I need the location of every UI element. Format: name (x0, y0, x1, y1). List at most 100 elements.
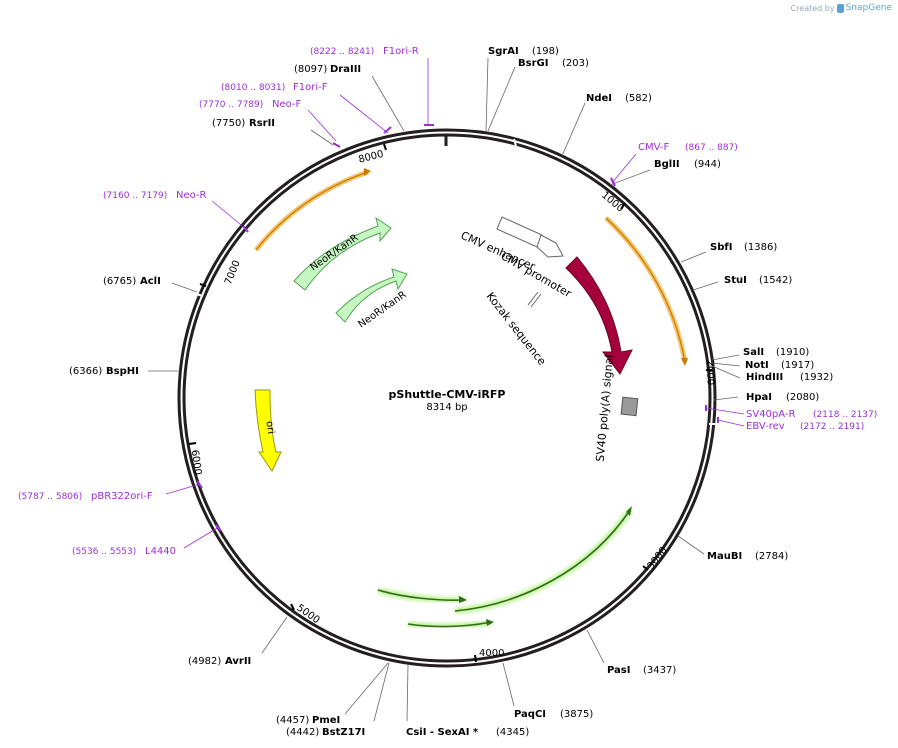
enzyme-stui[interactable]: StuI (1542) (724, 275, 792, 286)
text-enzymes-5-position: (1542) (759, 275, 792, 286)
enzyme-bglii[interactable]: BglII(944) (654, 159, 721, 170)
cmv-enhancer-arrow (496, 216, 543, 248)
enzyme-bsrgi[interactable]: BsrGI (203) (518, 58, 589, 69)
ruler-label-7000: 7000 (223, 259, 243, 287)
text-enzymes-20-name: DraIII (330, 64, 361, 75)
text-enzymes-6-position: (1910) (776, 347, 809, 358)
text-enzymes-15-position: (4457) (276, 715, 309, 726)
text-enzymes-4-name: SbfI (710, 242, 732, 253)
irfp713-arrow (565, 256, 633, 375)
enzyme-rsrii[interactable]: (7750)RsrII (212, 118, 275, 129)
text-enzymes-8-position: (1932) (800, 372, 833, 383)
ruler-label-4000: 4000 (479, 648, 504, 659)
text-enzymes-12-name: PaqCI (514, 709, 546, 720)
primer-neo-f[interactable]: (7770 .. 7789)Neo-F (199, 99, 302, 110)
text-primers-8-name: L4440 (145, 546, 176, 557)
text-enzymes-16-name: AvrII (225, 656, 251, 667)
primer-pbr322ori-f[interactable]: (5787 .. 5806) pBR322ori-F (18, 491, 153, 502)
cmv-promoter-arrow (536, 234, 564, 258)
enzyme-avrii[interactable]: (4982) AvrII (188, 656, 251, 667)
text-enzymes-0-name: SgrAI (488, 46, 519, 57)
text-enzymes-1-name: BsrGI (518, 58, 548, 69)
enzyme-acli[interactable]: (6765)AclI (103, 276, 161, 287)
text-primers-4-name: CMV-F (638, 142, 669, 153)
text-enzymes-14-name: BstZ17I (322, 727, 365, 738)
enzyme-bsphi[interactable]: (6366)BspHI (69, 366, 139, 377)
enzyme-hpai[interactable]: HpaI(2080) (746, 392, 819, 403)
text-enzymes-11-position: (3437) (643, 665, 676, 676)
label-kozak-sequence: Kozak sequence (484, 290, 549, 368)
text-enzymes-19-position: (7750) (212, 118, 245, 129)
kozak-tick (527, 291, 539, 306)
text-enzymes-3-position: (944) (694, 159, 721, 170)
ruler-label-6000: 6000 (189, 449, 203, 476)
text-enzymes-5-name: StuI (724, 275, 747, 286)
text-primers-0-name: F1ori-R (383, 46, 419, 57)
enzyme-sgrai[interactable]: SgrAI(198) (488, 46, 559, 57)
neor-kanr-arrow-1 (293, 216, 392, 291)
label-neor-kanr-1: NeoR/KanR (308, 232, 360, 273)
primer-leaders (165, 58, 745, 549)
ruler-label-8000: 8000 (357, 149, 384, 166)
ori-arrow (254, 389, 282, 473)
text-enzymes-9-position: (2080) (786, 392, 819, 403)
text-enzymes-1-position: (203) (562, 58, 589, 69)
enzyme-bstz17i[interactable]: (4442)BstZ17I (286, 727, 365, 738)
label-ori: ori (263, 420, 276, 434)
text-primers-8-range: (5536 .. 5553) (72, 547, 136, 557)
primer-f1ori-f[interactable]: (8010 .. 8031)F1ori-F (221, 82, 328, 93)
text-enzymes-13-name: CsiI - SexAI * (406, 727, 479, 738)
enzyme-sali[interactable]: SalI(1910) (743, 347, 809, 358)
text-primers-7-range: (5787 .. 5806) (18, 492, 82, 502)
text-enzymes-14-position: (4442) (286, 727, 319, 738)
text-enzymes-4-position: (1386) (744, 242, 777, 253)
snapgene-watermark: Created by SnapGene (791, 3, 892, 13)
text-primers-5-range: (2118 .. 2137) (813, 410, 877, 420)
label-cmv-promoter: CMV promoter (499, 249, 575, 300)
text-enzymes-17-name: BspHI (106, 366, 139, 377)
primer-ebv-rev[interactable]: EBV-rev(2172 .. 2191) (746, 421, 864, 432)
text-primers-1-range: (8010 .. 8031) (221, 83, 285, 93)
primer-f1ori-r[interactable]: (8222 .. 8241)F1ori-R (310, 46, 419, 57)
text-enzymes-15-name: PmeI (312, 715, 340, 726)
ruler-label-3000: 3000 (645, 545, 669, 572)
text-enzymes-16-position: (4982) (188, 656, 221, 667)
text-enzymes-11-name: PasI (607, 665, 630, 676)
text-enzymes-10-name: MauBI (707, 551, 742, 562)
text-primers-2-name: Neo-F (272, 99, 302, 110)
primer-l4440[interactable]: (5536 .. 5553) L4440 (72, 546, 176, 557)
primer-neo-r[interactable]: (7160 .. 7179)Neo-R (103, 190, 207, 201)
plasmid-size: 8314 bp (426, 402, 467, 413)
enzyme-hindiii[interactable]: HindIII(1932) (746, 372, 833, 383)
enzyme-paqci[interactable]: PaqCI(3875) (514, 709, 593, 720)
primer-sv40pa-r[interactable]: SV40pA-R(2118 .. 2137) (746, 409, 877, 420)
enzyme-labels: SgrAI(198) BsrGI (203) NdeI (582) BglII(94… (69, 46, 833, 738)
enzyme-maubi[interactable]: MauBI (2784) (707, 551, 788, 562)
text-enzymes-18-position: (6765) (103, 276, 136, 287)
enzyme-leaders (148, 57, 741, 722)
text-enzymes-20-position: (8097) (294, 64, 327, 75)
text-primers-6-name: EBV-rev (746, 421, 785, 432)
enzyme-noti[interactable]: NotI(1917) (745, 360, 814, 371)
enzyme-pmei[interactable]: (4457)PmeI (276, 715, 340, 726)
text-primers-7-name: pBR322ori-F (91, 491, 153, 502)
text-enzymes-7-position: (1917) (781, 360, 814, 371)
enzyme-sbfi[interactable]: SbfI (1386) (710, 242, 777, 253)
neor-kanr-arrow-2 (335, 268, 408, 323)
text-enzymes-2-position: (582) (625, 93, 652, 104)
ruler-label-2000: 2000 (704, 360, 716, 386)
text-enzymes-10-position: (2784) (755, 551, 788, 562)
text-primers-4-range: (867 .. 887) (685, 143, 738, 153)
enzyme-ndei[interactable]: NdeI (582) (586, 93, 652, 104)
enzyme-draiii[interactable]: (8097)DraIII (294, 64, 361, 75)
primer-cmv-f[interactable]: CMV-F (867 .. 887) (638, 142, 738, 153)
text-enzymes-2-name: NdeI (586, 93, 612, 104)
text-primers-3-range: (7160 .. 7179) (103, 191, 167, 201)
enzyme-csii-sexai[interactable]: CsiI - SexAI * (4345) (406, 727, 529, 738)
enzyme-pasi[interactable]: PasI (3437) (607, 665, 676, 676)
primer-labels: (8222 .. 8241)F1ori-R (8010 .. 8031)F1or… (18, 46, 877, 557)
green-arrows (377, 506, 633, 630)
text-enzymes-13-position: (4345) (496, 727, 529, 738)
inner-features: CMV enhancer CMV promoter Kozak sequence… (254, 216, 639, 473)
